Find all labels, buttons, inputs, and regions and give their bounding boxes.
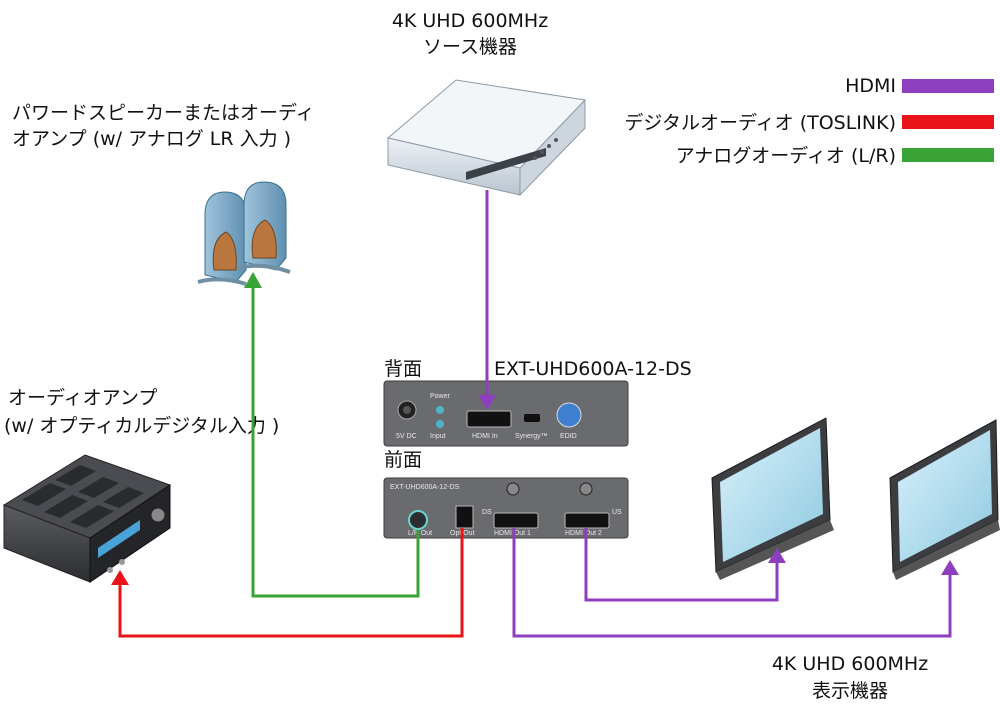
speaker-label-2: オアンプ (w/ アナログ LR 入力 ) (12, 128, 292, 150)
rear-5vdc: 5V DC (396, 433, 417, 440)
rear-label: 背面 (384, 358, 423, 380)
toslink-arrow (111, 570, 129, 585)
front-model: EXT-UHD600A-12-DS (390, 484, 460, 491)
legend-analog-swatch (902, 147, 994, 162)
display-label-2: 表示機器 (811, 680, 888, 702)
rear-hdmi-in: HDMI In (472, 433, 498, 440)
hdmi-arrow-display1 (768, 548, 786, 563)
display-1 (711, 417, 834, 580)
amp-label-1: オーディオアンプ (8, 387, 158, 409)
display-2 (889, 419, 1000, 580)
legend-analog: アナログオーディオ (L/R) (676, 141, 994, 168)
model-label: EXT-UHD600A-12-DS (494, 358, 692, 380)
legend-hdmi: HDMI (845, 75, 994, 97)
speaker-icon (197, 181, 291, 286)
toslink-cable (118, 528, 464, 638)
speaker-label-1: パワードスピーカーまたはオーディ (12, 102, 315, 124)
legend-toslink: デジタルオーディオ (TOSLINK) (624, 108, 994, 135)
rear-input: Input (430, 433, 446, 440)
analog-arrow (244, 272, 262, 288)
source-label-2: ソース機器 (422, 36, 518, 58)
rear-synergy: Synergy™ (515, 433, 548, 440)
front-ds: DS (482, 509, 492, 516)
rear-power: Power (430, 393, 451, 400)
legend-hdmi-swatch (902, 79, 994, 93)
hdmi-arrow-display2 (941, 560, 959, 575)
amp-label-2: (w/ オプティカルデジタル入力 ) (4, 415, 280, 437)
front-hdmi-out2: HDMI Out 2 (565, 530, 602, 537)
front-us: US (612, 509, 622, 516)
hdmi-cable-out2 (584, 528, 779, 602)
source-label-1: 4K UHD 600MHz (391, 10, 549, 32)
source-device (386, 79, 587, 197)
rear-edid: EDID (560, 433, 577, 440)
display-label-1: 4K UHD 600MHz (771, 653, 929, 675)
rear-panel: 5V DC Power Input HDMI In Synergy™ EDID (383, 380, 629, 447)
hdmi-cable-out1 (512, 528, 952, 638)
analog-cable (251, 283, 420, 598)
audio-amplifier (2, 454, 172, 583)
front-panel: EXT-UHD600A-12-DS L/R Out Opt Out DS US … (383, 477, 629, 539)
front-lr-out: L/R Out (408, 530, 432, 537)
legend-toslink-swatch (902, 114, 994, 129)
hdmi-arrow-in (478, 395, 496, 410)
front-label: 前面 (384, 449, 423, 471)
